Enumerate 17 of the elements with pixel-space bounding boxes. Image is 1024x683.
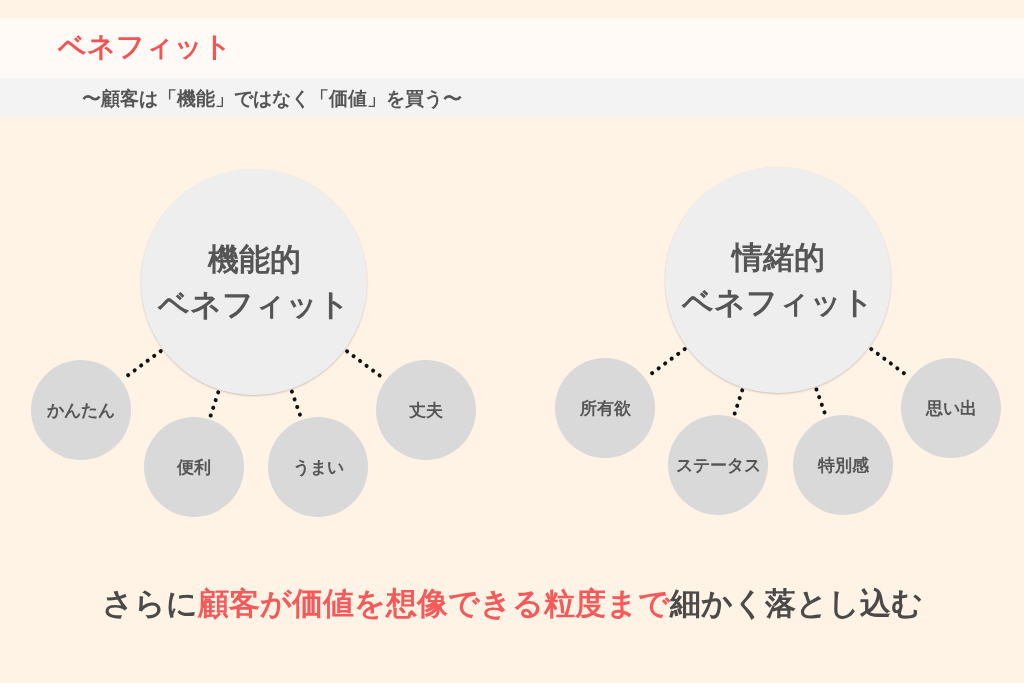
node-label: 思い出 bbox=[925, 396, 977, 420]
node-label: 特別感 bbox=[817, 453, 869, 477]
dotted-connector bbox=[814, 387, 828, 417]
page-title: ベネフィット bbox=[58, 29, 232, 65]
node-label: 丈夫 bbox=[409, 398, 443, 422]
dotted-connector bbox=[732, 388, 745, 417]
summary-text: さらに顧客が価値を想像できる粒度まで細かく落とし込む bbox=[100, 584, 924, 623]
dotted-connector bbox=[289, 389, 303, 419]
node-label: かんたん bbox=[47, 398, 115, 422]
subtitle: 〜顧客は「機能」ではなく「価値」を買う〜 bbox=[82, 86, 462, 111]
node-label: 便利 bbox=[177, 455, 211, 479]
node-label: 機能的ベネフィット bbox=[158, 240, 350, 324]
node-label: ステータス bbox=[675, 453, 761, 477]
node-label: うまい bbox=[292, 455, 344, 479]
node-label: 情緒的ベネフィット bbox=[682, 238, 874, 322]
dotted-connector bbox=[208, 390, 221, 419]
node-label: 所有欲 bbox=[579, 396, 631, 420]
